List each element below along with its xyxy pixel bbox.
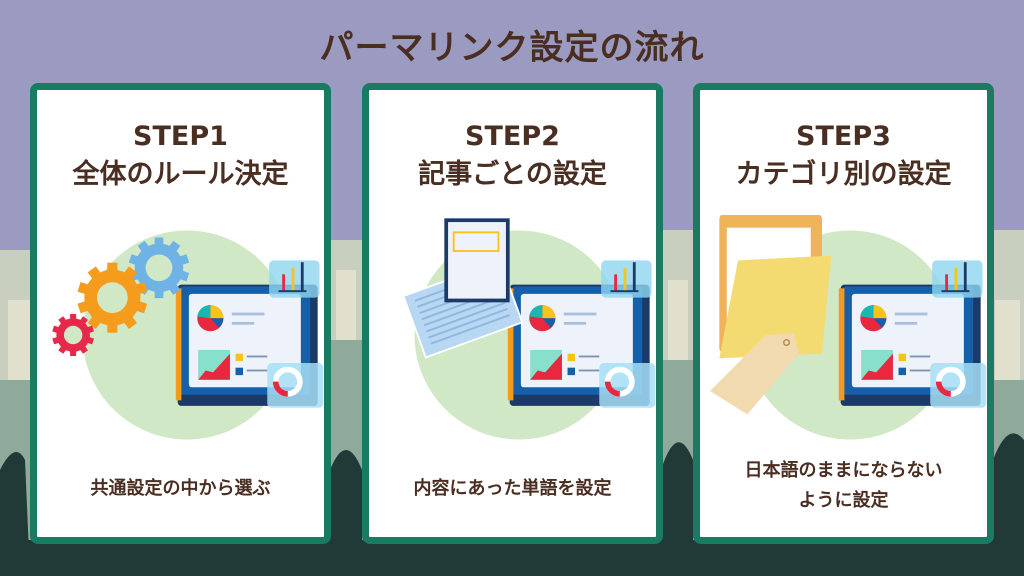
step-heading: STEP2 記事ごとの設定 xyxy=(369,118,656,194)
step-card-2: STEP2 記事ごとの設定 内容にあった単語を設定 xyxy=(362,83,663,544)
step-title: カテゴリ別の設定 xyxy=(735,159,952,190)
step-description: 共通設定の中から選ぶ xyxy=(37,474,324,504)
step-description: 内容にあった単語を設定 xyxy=(369,474,656,504)
document-icon xyxy=(402,218,656,440)
page-title: パーマリンク設定の流れ xyxy=(319,28,705,68)
step-card-3: STEP3 カテゴリ別の設定 日本語のままにならないように設定 xyxy=(693,83,994,544)
dashboard-icon xyxy=(82,230,324,440)
description-line: 日本語のままにならない xyxy=(744,460,943,481)
step-title: 全体のルール決定 xyxy=(72,159,289,190)
step-heading: STEP1 全体のルール決定 xyxy=(37,118,324,194)
step-description: 日本語のままにならないように設定 xyxy=(700,456,987,516)
step-number: STEP1 xyxy=(133,121,228,152)
step-title: 記事ごとの設定 xyxy=(418,159,607,190)
step-card-1: STEP1 全体のルール決定 共通設定の中から選ぶ xyxy=(30,83,331,544)
description-line: 共通設定の中から選ぶ xyxy=(90,478,271,499)
folder-tag-icon xyxy=(710,215,987,440)
step-number: STEP2 xyxy=(465,121,560,152)
step-number: STEP3 xyxy=(796,121,891,152)
step-heading: STEP3 カテゴリ別の設定 xyxy=(700,118,987,194)
description-line: 内容にあった単語を設定 xyxy=(413,478,612,499)
gears-icon xyxy=(52,230,324,440)
description-line: ように設定 xyxy=(798,490,889,511)
